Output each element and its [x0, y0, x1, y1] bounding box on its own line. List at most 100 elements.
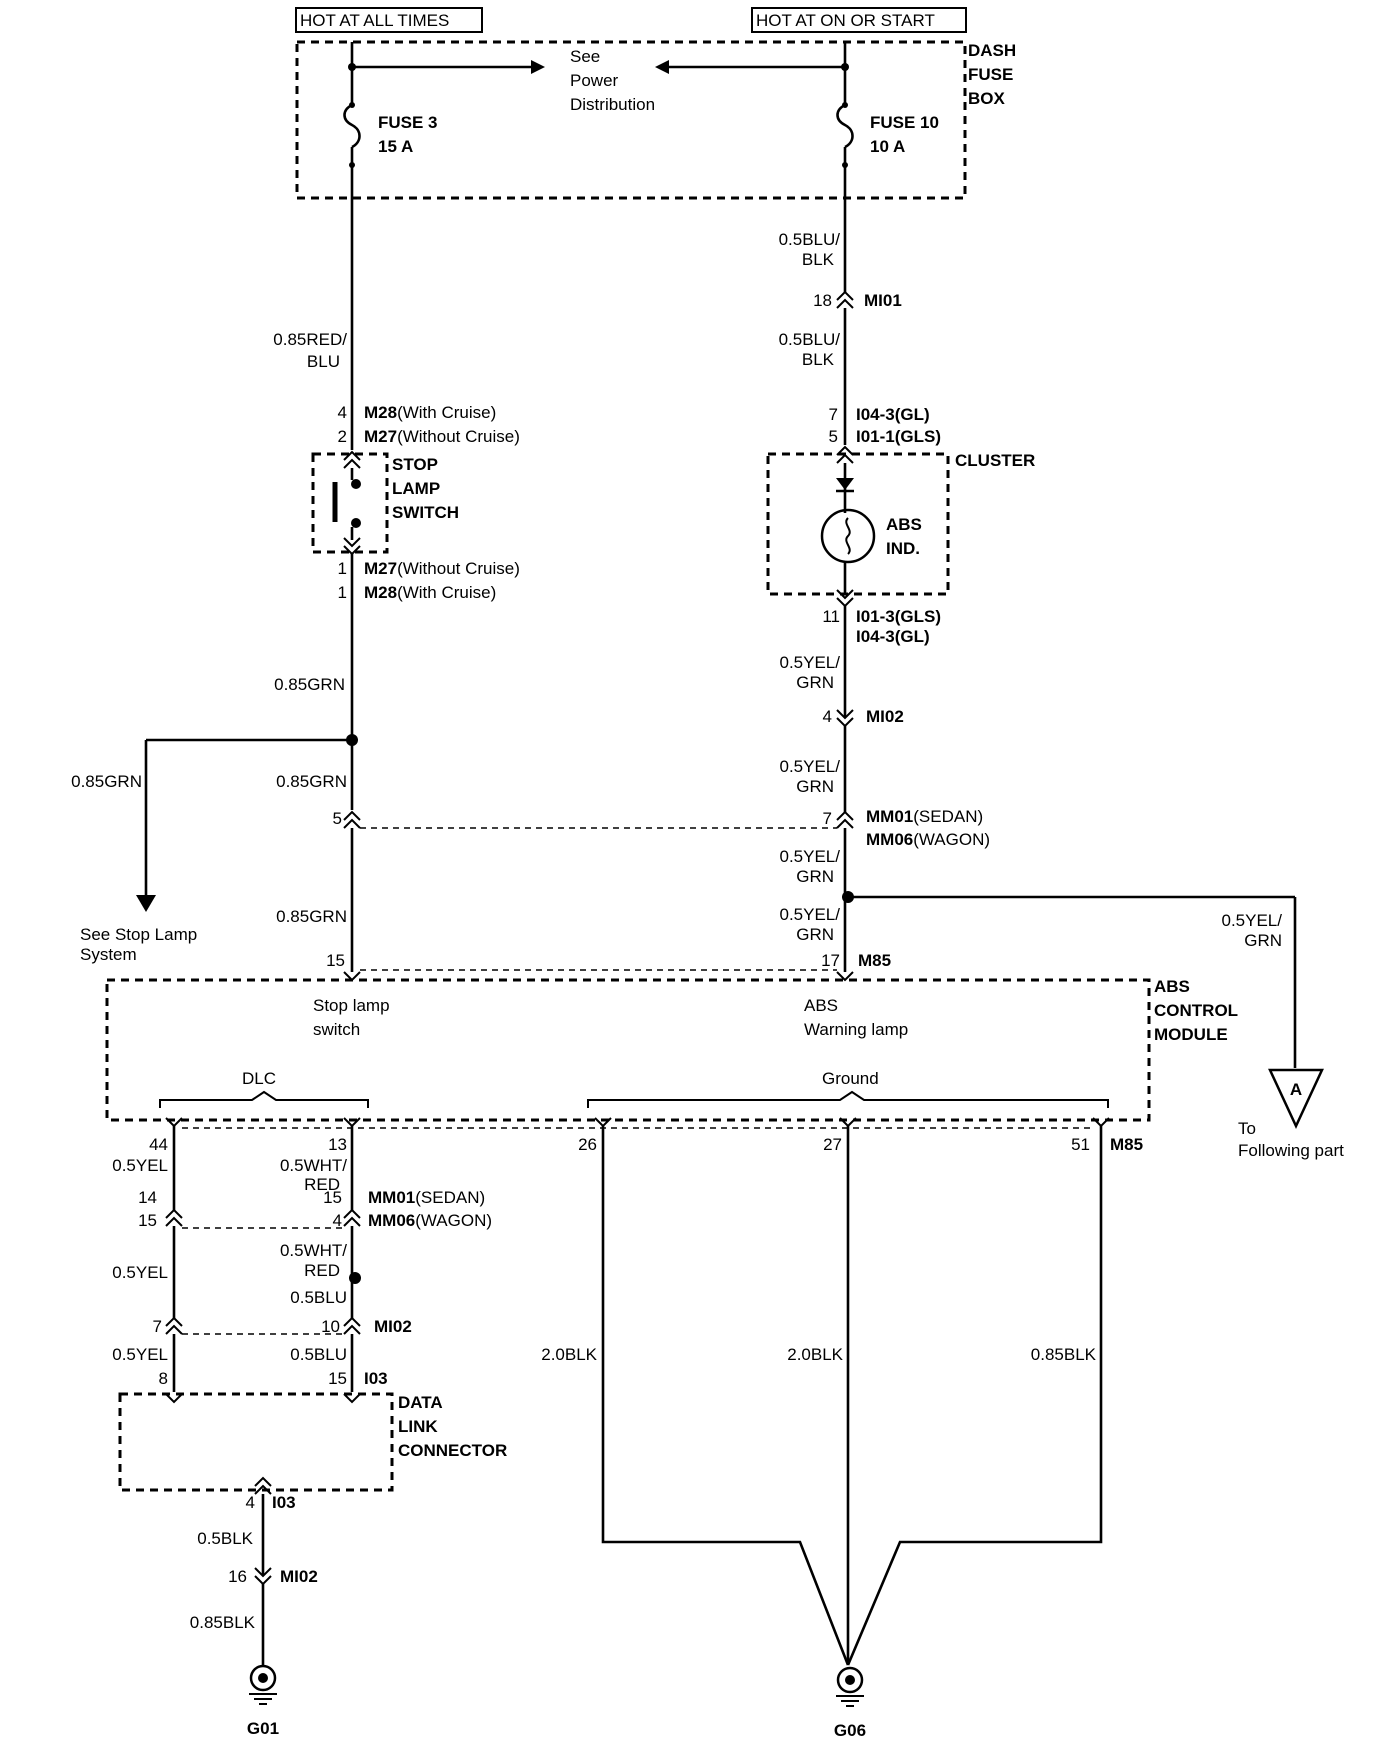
mm06-label: MM06(WAGON)	[866, 830, 990, 849]
to-following-1: To	[1238, 1119, 1256, 1138]
wire-blk-b-label: 2.0BLK	[787, 1345, 843, 1364]
switch-label-1: STOP	[392, 455, 438, 474]
warning-lamp-2: Warning lamp	[804, 1020, 908, 1039]
hot-at-all-times-label: HOT AT ALL TIMES	[300, 11, 449, 30]
wire-blk-a-label: 2.0BLK	[541, 1345, 597, 1364]
dlc-mm01-label: MM01(SEDAN)	[368, 1188, 485, 1207]
dlc-label-2: LINK	[398, 1417, 438, 1436]
wire-yel-1-label: 0.5YEL	[112, 1156, 168, 1175]
wire-blu-blk-1-label-1: 0.5BLU/	[779, 230, 841, 249]
wire-blk-1-label: 0.5BLK	[197, 1529, 253, 1548]
ground-g01-label: G01	[247, 1719, 279, 1738]
ground-g06-icon	[836, 1666, 864, 1694]
hot-at-on-label: HOT AT ON OR START	[756, 11, 935, 30]
dlc-group-label: DLC	[242, 1069, 276, 1088]
wire-red-blu-label-2: BLU	[307, 352, 340, 371]
wire-blu-blk-1-label-2: BLK	[802, 250, 835, 269]
wire-blk-2-label: 0.85BLK	[190, 1613, 256, 1632]
wire-grn-1-label: 0.85GRN	[274, 675, 345, 694]
pin-51: 51	[1071, 1135, 1090, 1154]
wire-wht-red-1-label-1: 0.5WHT/	[280, 1156, 347, 1175]
conn-top-label-a: M28(With Cruise)	[364, 403, 496, 422]
pin-44: 44	[149, 1135, 168, 1154]
conn-bot-pin-b: 1	[338, 583, 347, 602]
wire-yel-grn-3-label-1: 0.5YEL/	[780, 847, 841, 866]
conn-top-pin-b: 2	[338, 427, 347, 446]
switch-label-2: LAMP	[392, 479, 440, 498]
pin-16: 16	[228, 1567, 247, 1586]
wire-wht-red-2-label-1: 0.5WHT/	[280, 1241, 347, 1260]
warning-lamp-1: ABS	[804, 996, 838, 1015]
fuse10-symbol	[836, 103, 854, 149]
hot-at-on-box	[751, 7, 967, 33]
diode-icon	[836, 478, 854, 490]
see-stop-lamp-1: See Stop Lamp	[80, 925, 197, 944]
dlc-mi02-id: MI02	[374, 1317, 412, 1336]
dlc-mm06-label: MM06(WAGON)	[368, 1211, 492, 1230]
fuse-box-title-3: BOX	[968, 89, 1006, 108]
cl-bot-id-b: I04-3(GL)	[856, 627, 930, 646]
ground-g01-icon	[249, 1664, 277, 1692]
wire-yel-grn-2-label-1: 0.5YEL/	[780, 757, 841, 776]
pin-15: 15	[326, 951, 345, 970]
cl-top-id-b: I01-1(GLS)	[856, 427, 941, 446]
cl-top-id-a: I04-3(GL)	[856, 405, 930, 424]
wire-blu-blk-2-label-2: BLK	[802, 350, 835, 369]
see-power-3: Distribution	[570, 95, 655, 114]
fuse10-rating: 10 A	[870, 137, 905, 156]
mi02-pin: 4	[823, 707, 832, 726]
wire-blk-a	[601, 1126, 850, 1666]
to-following-2: Following part	[1238, 1141, 1344, 1160]
pin-15c: 15	[328, 1369, 347, 1388]
cluster-label: CLUSTER	[955, 451, 1035, 470]
m85-id: M85	[858, 951, 891, 970]
wire-blk-c-label: 0.85BLK	[1031, 1345, 1097, 1364]
ground-group-label: Ground	[822, 1069, 879, 1088]
pin-13: 13	[328, 1135, 347, 1154]
dlc-i03-id: I03	[364, 1369, 388, 1388]
abs-module-title-1: ABS	[1154, 977, 1190, 996]
abs-module-title-3: MODULE	[1154, 1025, 1228, 1044]
cl-bot-id-a: I01-3(GLS)	[856, 607, 941, 626]
wire-yel-grn-4-label-1: 0.5YEL/	[780, 905, 841, 924]
connector-chevron	[343, 450, 361, 469]
m85-pin: 17	[821, 951, 840, 970]
wire-red-blu-label-1: 0.85RED/	[273, 330, 347, 349]
pin-27: 27	[823, 1135, 842, 1154]
data-link-connector-outline	[118, 1392, 394, 1492]
dlc-mi02-id-b: MI02	[280, 1567, 318, 1586]
abs-ind-label-2: IND.	[886, 539, 920, 558]
abs-module-title-2: CONTROL	[1154, 1001, 1238, 1020]
pin-4: 4	[333, 1211, 342, 1230]
wire-blu-blk-2-label-1: 0.5BLU/	[779, 330, 841, 349]
abs-indicator-bulb-icon	[820, 508, 876, 564]
pin-26: 26	[578, 1135, 597, 1154]
pin-15a: 15	[138, 1211, 157, 1230]
wire-wht-red-2-label-2: RED	[304, 1261, 340, 1280]
wire-grn-3-label: 0.85GRN	[276, 907, 347, 926]
wire-wht-red-1-label-2: RED	[304, 1175, 340, 1194]
wire-yel-grn-4-label-2: GRN	[796, 925, 834, 944]
stop-lamp-switch-outline	[311, 452, 389, 554]
mi02-id: MI02	[866, 707, 904, 726]
ground-brace	[587, 1090, 1109, 1108]
dlc-label-1: DATA	[398, 1393, 443, 1412]
wire-blk-c	[846, 1126, 1103, 1666]
pin-10: 10	[321, 1317, 340, 1336]
fuse-box-title-2: FUSE	[968, 65, 1013, 84]
mi01-id: MI01	[864, 291, 902, 310]
pin-14: 14	[138, 1188, 157, 1207]
fuse-box-title-1: DASH	[968, 41, 1016, 60]
wire-yel-grn-1-label-2: GRN	[796, 673, 834, 692]
see-power-2: Power	[570, 71, 619, 90]
ground-m85-id: M85	[1110, 1135, 1143, 1154]
cl-top-pin-b: 5	[829, 427, 838, 446]
abs-control-module-outline	[105, 978, 1151, 1122]
wire-blu-1-label: 0.5BLU	[290, 1288, 347, 1307]
abs-ind-label-1: ABS	[886, 515, 922, 534]
cl-top-pin-a: 7	[829, 405, 838, 424]
conn-top-label-b: M27(Without Cruise)	[364, 427, 520, 446]
switch-label-3: SWITCH	[392, 503, 459, 522]
